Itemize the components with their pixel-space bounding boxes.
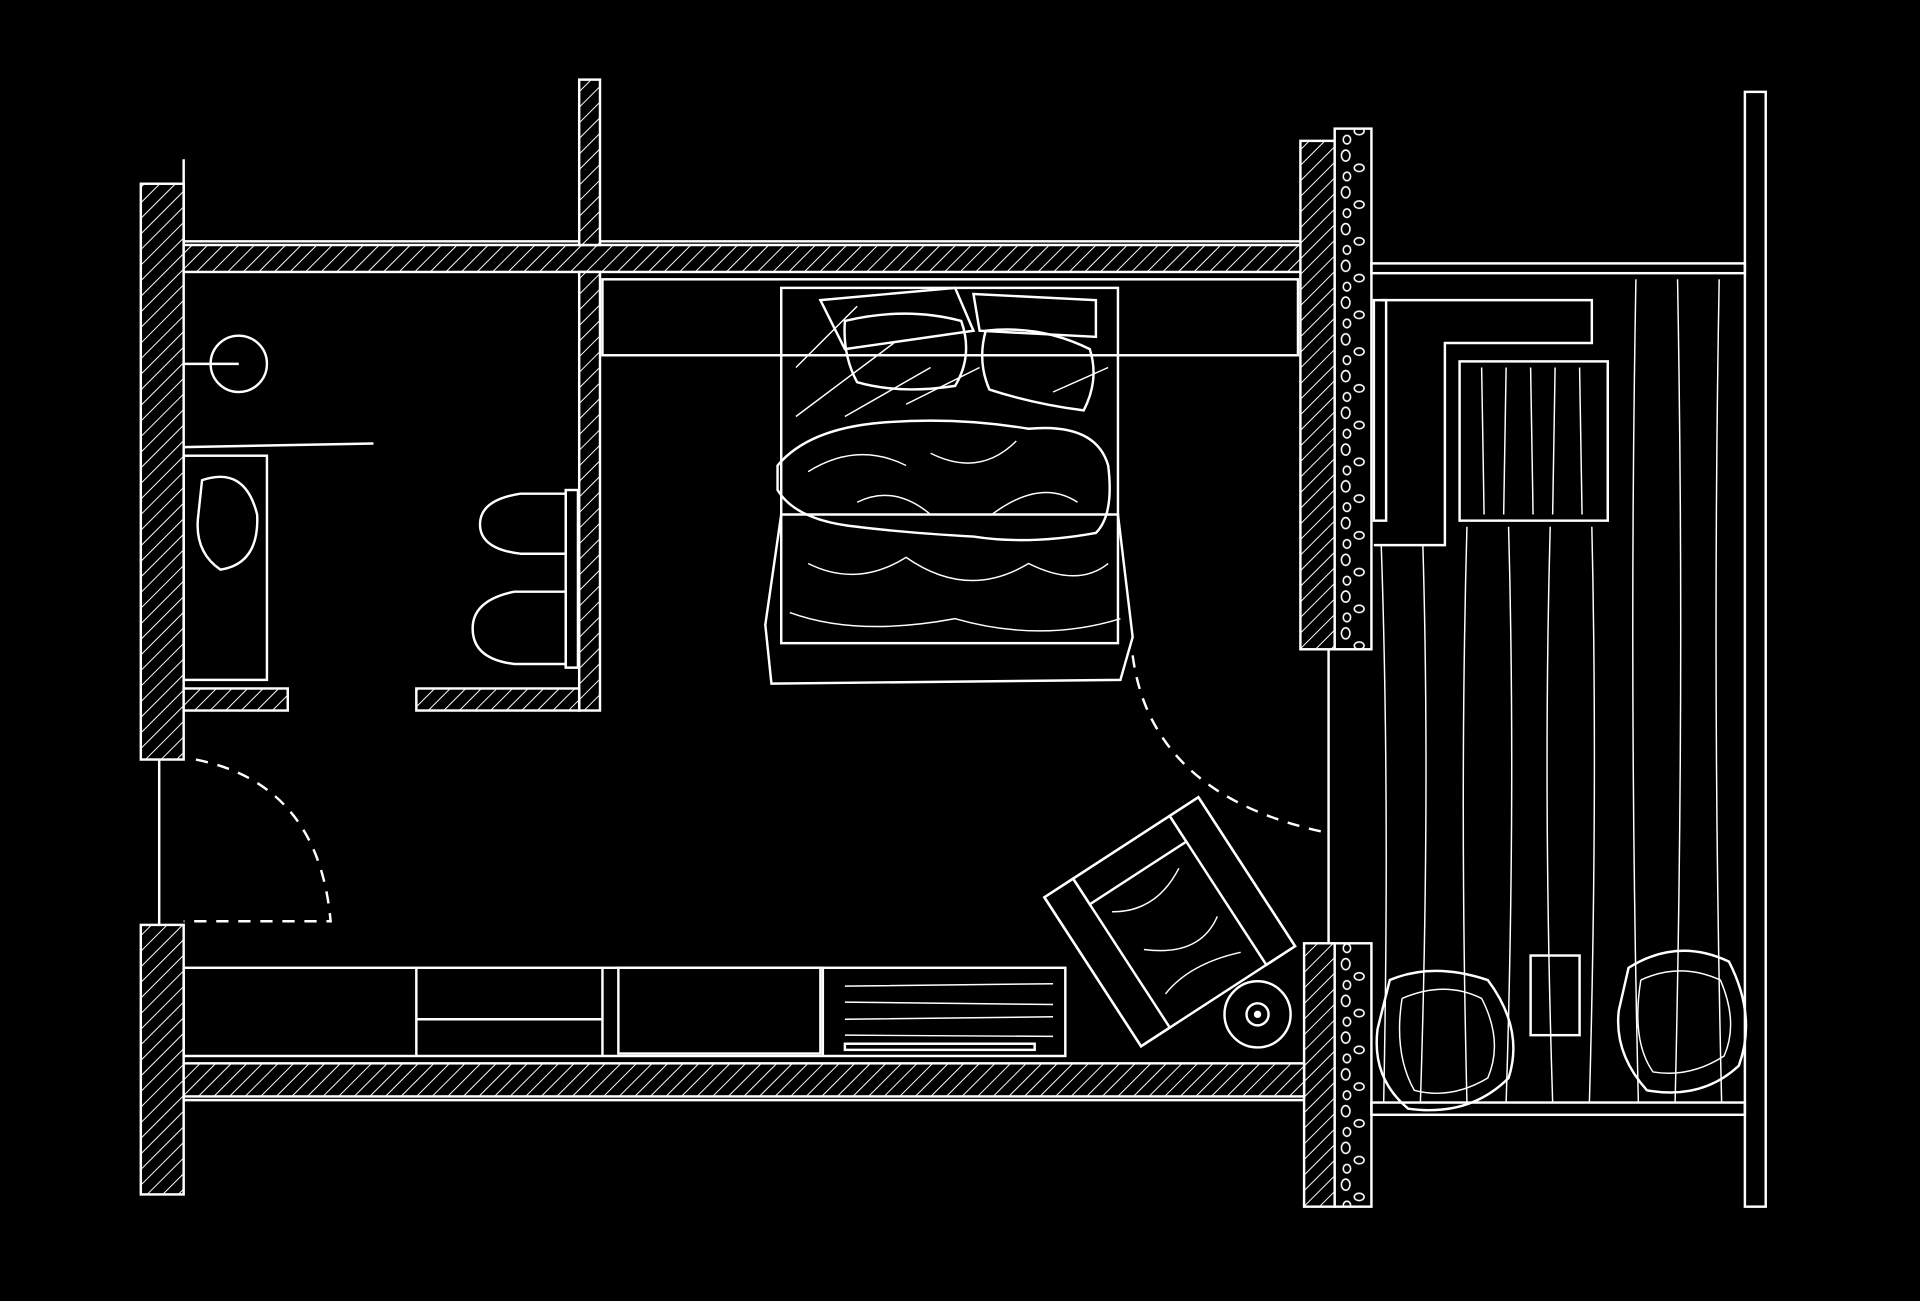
wardrobe [601, 278, 1300, 357]
bathroom [182, 334, 580, 682]
duvet [776, 419, 1111, 542]
bidet [478, 492, 567, 555]
balcony-stool [1529, 954, 1581, 1037]
decking-lines [1380, 279, 1723, 1103]
door-swing-bedroom [1131, 655, 1329, 835]
balcony-table [1458, 360, 1609, 522]
washbasin [196, 475, 259, 571]
pillow [843, 312, 968, 391]
bed [780, 286, 1120, 645]
bedroom [182, 278, 1329, 1058]
armchair [1042, 795, 1297, 1048]
balcony-chair-left [1375, 969, 1515, 1112]
pillow [980, 328, 1095, 412]
door-swing-entrance [183, 758, 332, 923]
balcony-chair-right [1616, 949, 1748, 1094]
floor-lamp-icon [1223, 980, 1292, 1049]
balcony [1370, 90, 1767, 1208]
vanity [182, 454, 269, 682]
walls [139, 78, 1373, 1208]
toilet [471, 590, 567, 666]
